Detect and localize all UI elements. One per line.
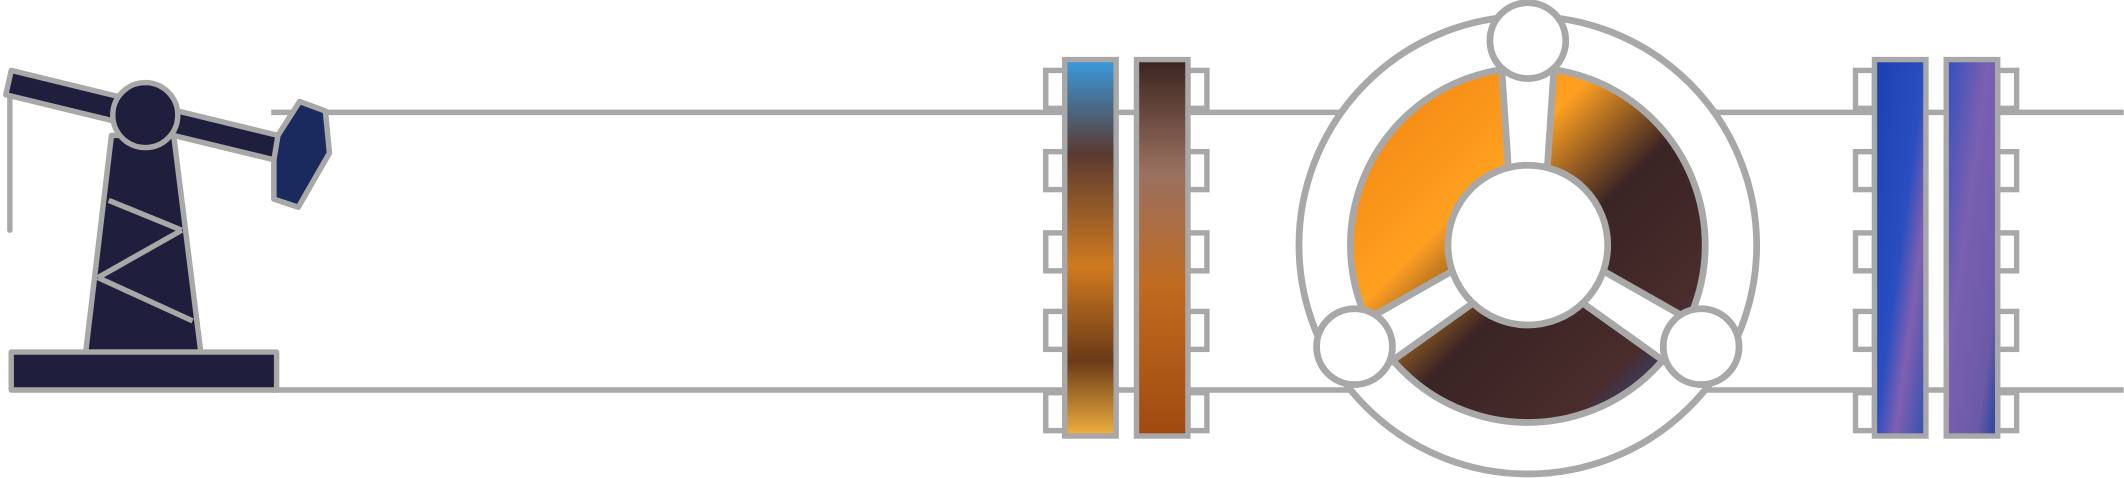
pumpjack-icon xyxy=(3,67,333,393)
valve-wheel-icon xyxy=(1295,0,1761,478)
flange-photo xyxy=(1943,56,2001,439)
flange-right xyxy=(1852,56,2020,439)
flange-photo xyxy=(1062,56,1119,439)
bolt-tabs-right xyxy=(1852,67,2020,434)
flange-photo xyxy=(1133,56,1191,439)
flange-left xyxy=(1043,56,1210,439)
flange-photo xyxy=(1871,56,1929,439)
